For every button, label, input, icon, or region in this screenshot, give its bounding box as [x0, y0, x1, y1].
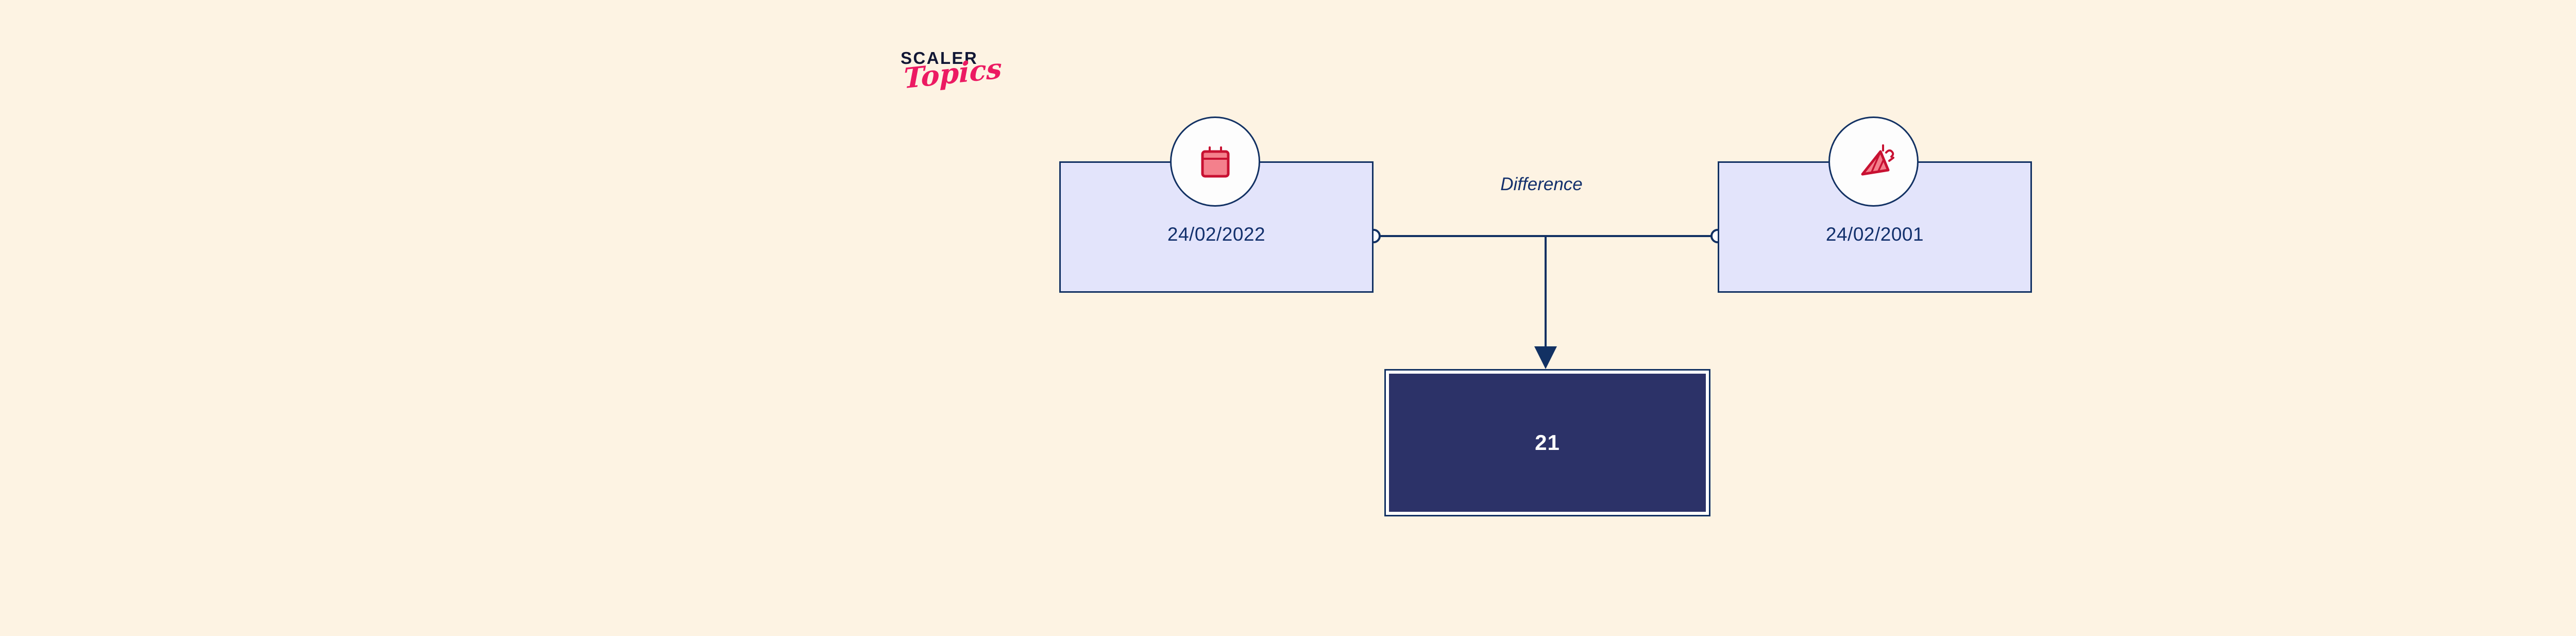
result-box: 21: [1384, 369, 1710, 516]
party-popper-icon-bubble: [1828, 116, 1919, 207]
calendar-icon-bubble: [1170, 116, 1260, 207]
logo-wordmark-scaler: SCALER: [901, 48, 978, 68]
scaler-topics-logo: SCALER Topics: [901, 49, 1035, 132]
calendar-icon: [1201, 146, 1229, 177]
date-card-end-value: 24/02/2001: [1825, 223, 1924, 245]
arrow-head-icon: [1534, 346, 1557, 369]
party-popper-icon: [1861, 144, 1894, 175]
result-value: 21: [1535, 430, 1560, 455]
date-card-start-value: 24/02/2022: [1167, 223, 1266, 245]
operation-label: Difference: [1500, 174, 1583, 194]
